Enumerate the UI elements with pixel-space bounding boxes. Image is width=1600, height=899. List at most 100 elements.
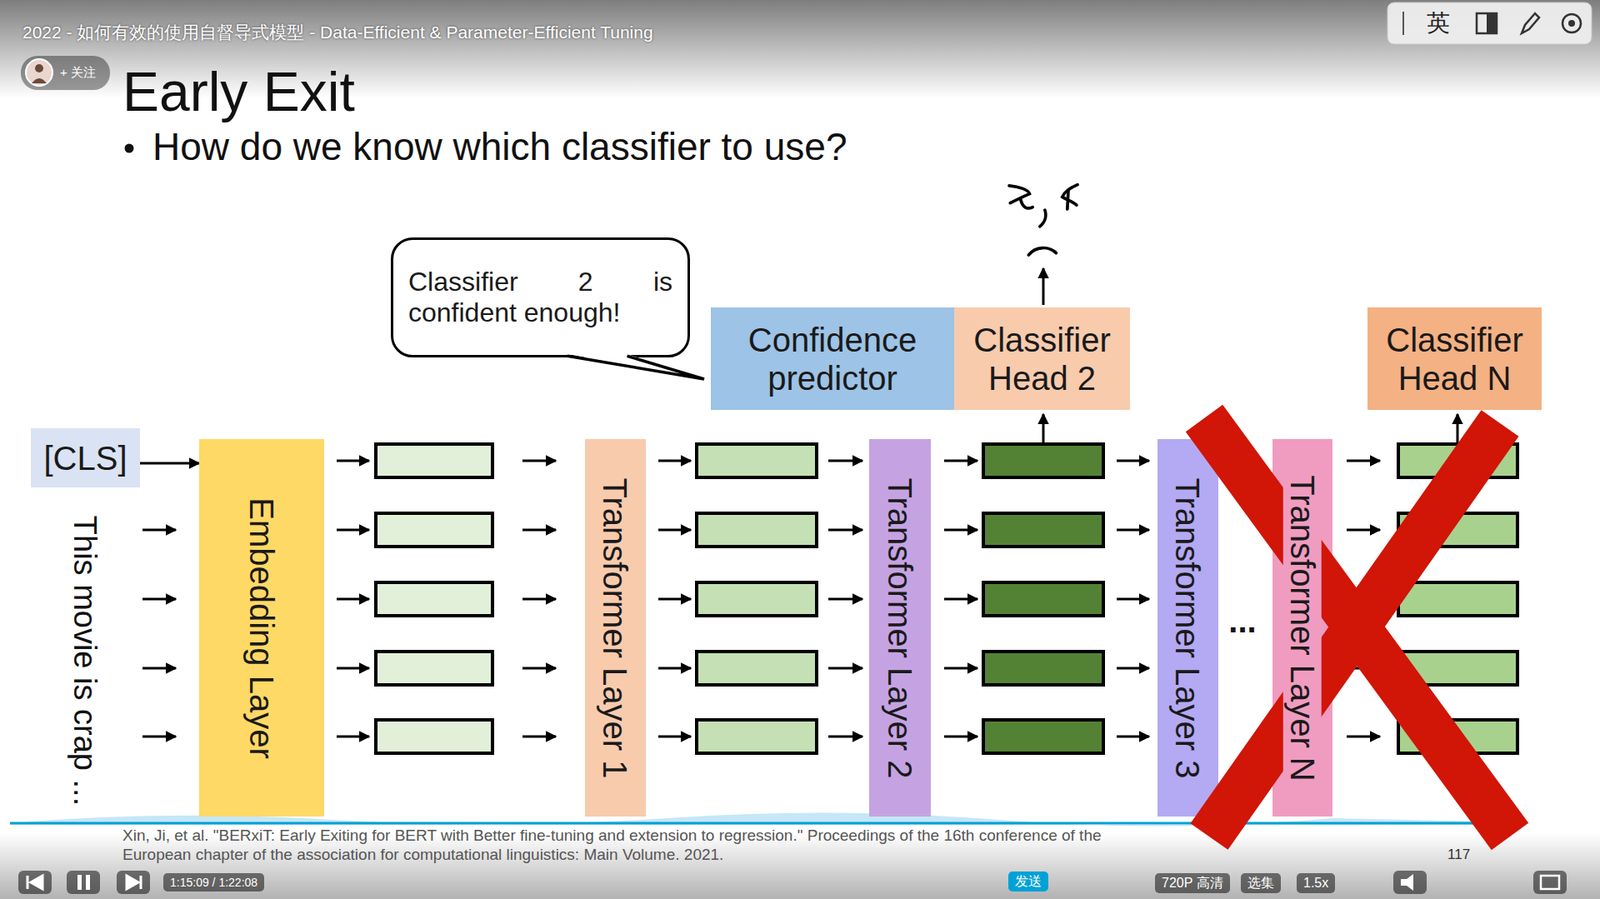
flow-arrow [142, 598, 176, 601]
control-patch [1533, 870, 1567, 895]
prev-icon [27, 875, 43, 890]
flow-arrow [944, 667, 978, 670]
flow-arrow [142, 667, 176, 670]
token-vector [375, 582, 493, 616]
face-stroke [1062, 185, 1078, 205]
send-button: 发送 [1008, 871, 1049, 892]
next-icon [126, 875, 141, 890]
language-icon-text: 英 [1426, 10, 1450, 37]
embedding-layer-band: Embedding Layer [199, 439, 325, 817]
bullet-question: How do we know which classifier to use? [152, 125, 847, 170]
flow-arrow [1346, 529, 1380, 532]
caption-wrap: Xin, Ji, et al. "BERxiT: Early Exiting f… [122, 826, 1106, 865]
token-vector [375, 444, 493, 478]
token-vector [375, 651, 493, 685]
node-label: Confidence predictor [719, 320, 946, 398]
connector-arrow [140, 462, 200, 465]
control-patch [18, 870, 52, 895]
token-vector [696, 582, 817, 616]
toolbar-divider [1402, 11, 1405, 35]
title-wrap: Early Exit [122, 63, 355, 121]
toolbar-icon [1521, 13, 1540, 34]
follow-button-text-wrap: + 关注 [60, 65, 96, 80]
flow-arrow [828, 735, 863, 739]
page-number-wrap: 117 [1447, 846, 1470, 864]
token-vector [983, 444, 1104, 478]
predictor-box: Confidence predictor [710, 307, 955, 410]
quality-button-wrap: 720P 高清 [1155, 873, 1230, 894]
bullet-dot [125, 144, 135, 154]
token-vector [375, 720, 493, 754]
flow-arrow [1042, 414, 1045, 443]
face-stroke [1067, 190, 1069, 210]
transformer-layer-band: Transformer Layer 1 [585, 439, 646, 817]
flow-arrow [336, 735, 370, 739]
flow-arrow [1346, 735, 1380, 739]
pause-icon [77, 875, 82, 890]
flow-arrow [944, 735, 978, 739]
flow-arrow [828, 460, 863, 463]
face-stroke [1040, 210, 1046, 227]
flow-arrow [944, 460, 978, 463]
face-stroke [1028, 248, 1056, 256]
language-icon-text-wrap: 英 [1426, 10, 1450, 37]
player-controls [18, 870, 1567, 895]
playback-time: 1:15:09 / 1:22:08 [163, 873, 265, 892]
flow-arrow [336, 598, 370, 601]
toolbar-icon [1486, 13, 1497, 34]
flow-arrow [828, 529, 863, 532]
avatar-head [35, 64, 44, 73]
flow-arrow [336, 667, 370, 670]
avatar-body [31, 78, 47, 84]
flow-arrow [658, 460, 691, 463]
flow-arrow [944, 529, 978, 532]
episode-button: 选集 [1240, 873, 1281, 894]
flow-arrow [142, 529, 176, 532]
toolbar-icon [1562, 14, 1581, 33]
token-vector [1398, 582, 1518, 616]
transformer-layer-band: Transformer Layer 3 [1157, 439, 1219, 817]
node-label: [CLS] [43, 439, 127, 478]
toolbar-icon [1568, 20, 1575, 27]
cross-mark [1209, 423, 1500, 837]
flow-arrow [1116, 460, 1150, 463]
node-label: Transformer Layer N [1283, 471, 1322, 785]
flow-arrow [658, 735, 691, 739]
bullet-question-wrap: How do we know which classifier to use? [152, 125, 847, 170]
bubble-tail [567, 355, 705, 380]
speech-bubble: Classifier 2 is confident enough! [390, 237, 690, 358]
flow-arrow [1042, 268, 1045, 305]
token-vector [983, 651, 1104, 685]
classifier-head-box: Classifier Head 2 [954, 307, 1130, 410]
flow-arrow [142, 735, 176, 739]
follow-button-text: + 关注 [60, 65, 96, 80]
avatar [25, 59, 53, 86]
volume-icon [1400, 874, 1414, 891]
flow-arrow [522, 598, 556, 601]
token-vector [983, 720, 1104, 754]
speed-button-wrap: 1.5x [1296, 873, 1335, 894]
token-vector [696, 651, 817, 685]
playback-time-wrap: 1:15:09 / 1:22:08 [163, 873, 265, 892]
input-sentence: This movie is crap ... [65, 515, 103, 806]
slide-title: Early Exit [122, 63, 355, 121]
node-label: Classifier Head 2 [962, 320, 1122, 398]
quality-button: 720P 高清 [1155, 873, 1230, 894]
flow-arrow [522, 667, 556, 670]
flow-arrow [944, 598, 978, 601]
node-label: Transformer Layer 2 [880, 477, 920, 779]
token-vector [696, 513, 817, 547]
bubble-tail-fill [567, 354, 705, 380]
token-vector [696, 720, 817, 754]
transformer-layer-band: Transformer Layer 2 [869, 439, 931, 817]
pause-icon [85, 875, 90, 890]
citation: Xin, Ji, et al. "BERxiT: Early Exiting f… [122, 826, 1106, 865]
follow-pill [20, 55, 110, 90]
flow-arrow [658, 529, 691, 532]
token-vector [983, 582, 1104, 616]
face-doodle [1009, 185, 1078, 255]
control-patch [66, 870, 100, 895]
screen-icon [1540, 875, 1560, 890]
token-vector [696, 444, 817, 478]
token-box: [CLS] [30, 428, 140, 488]
